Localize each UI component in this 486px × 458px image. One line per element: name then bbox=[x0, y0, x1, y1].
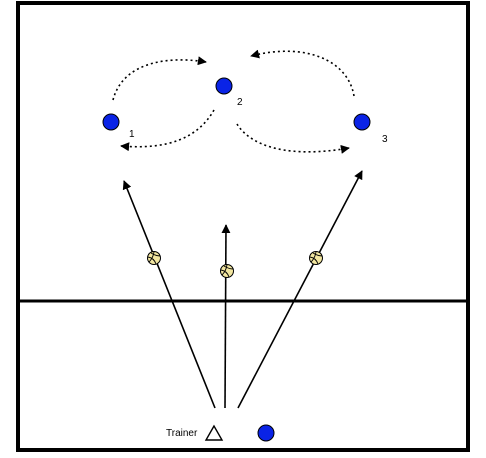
player-3 bbox=[353, 113, 371, 131]
player-2-label: 2 bbox=[237, 97, 243, 108]
path-1-to-2 bbox=[112, 56, 207, 101]
ball-icon bbox=[309, 251, 323, 265]
players: 1 2 3 bbox=[102, 77, 388, 442]
rotation-paths bbox=[112, 49, 355, 154]
player-1 bbox=[102, 113, 120, 131]
player-trainer-side bbox=[257, 424, 275, 442]
trainer-label: Trainer bbox=[166, 428, 198, 439]
ball-icon bbox=[147, 251, 161, 265]
throw-arrow-left bbox=[122, 180, 216, 409]
throw-arrow-center bbox=[221, 224, 231, 409]
ball-icon bbox=[220, 264, 234, 278]
trainer-triangle-icon bbox=[204, 424, 224, 441]
player-3-label: 3 bbox=[382, 134, 388, 145]
trainer: Trainer bbox=[166, 424, 224, 441]
player-2 bbox=[215, 77, 233, 95]
path-2-to-3 bbox=[236, 123, 350, 154]
player-1-label: 1 bbox=[129, 129, 135, 140]
path-2-to-1 bbox=[120, 109, 215, 152]
balls bbox=[147, 251, 323, 278]
path-3-to-2 bbox=[250, 49, 355, 97]
court bbox=[16, 1, 470, 452]
throw-arrows bbox=[122, 170, 363, 409]
throw-arrow-right bbox=[237, 170, 363, 409]
